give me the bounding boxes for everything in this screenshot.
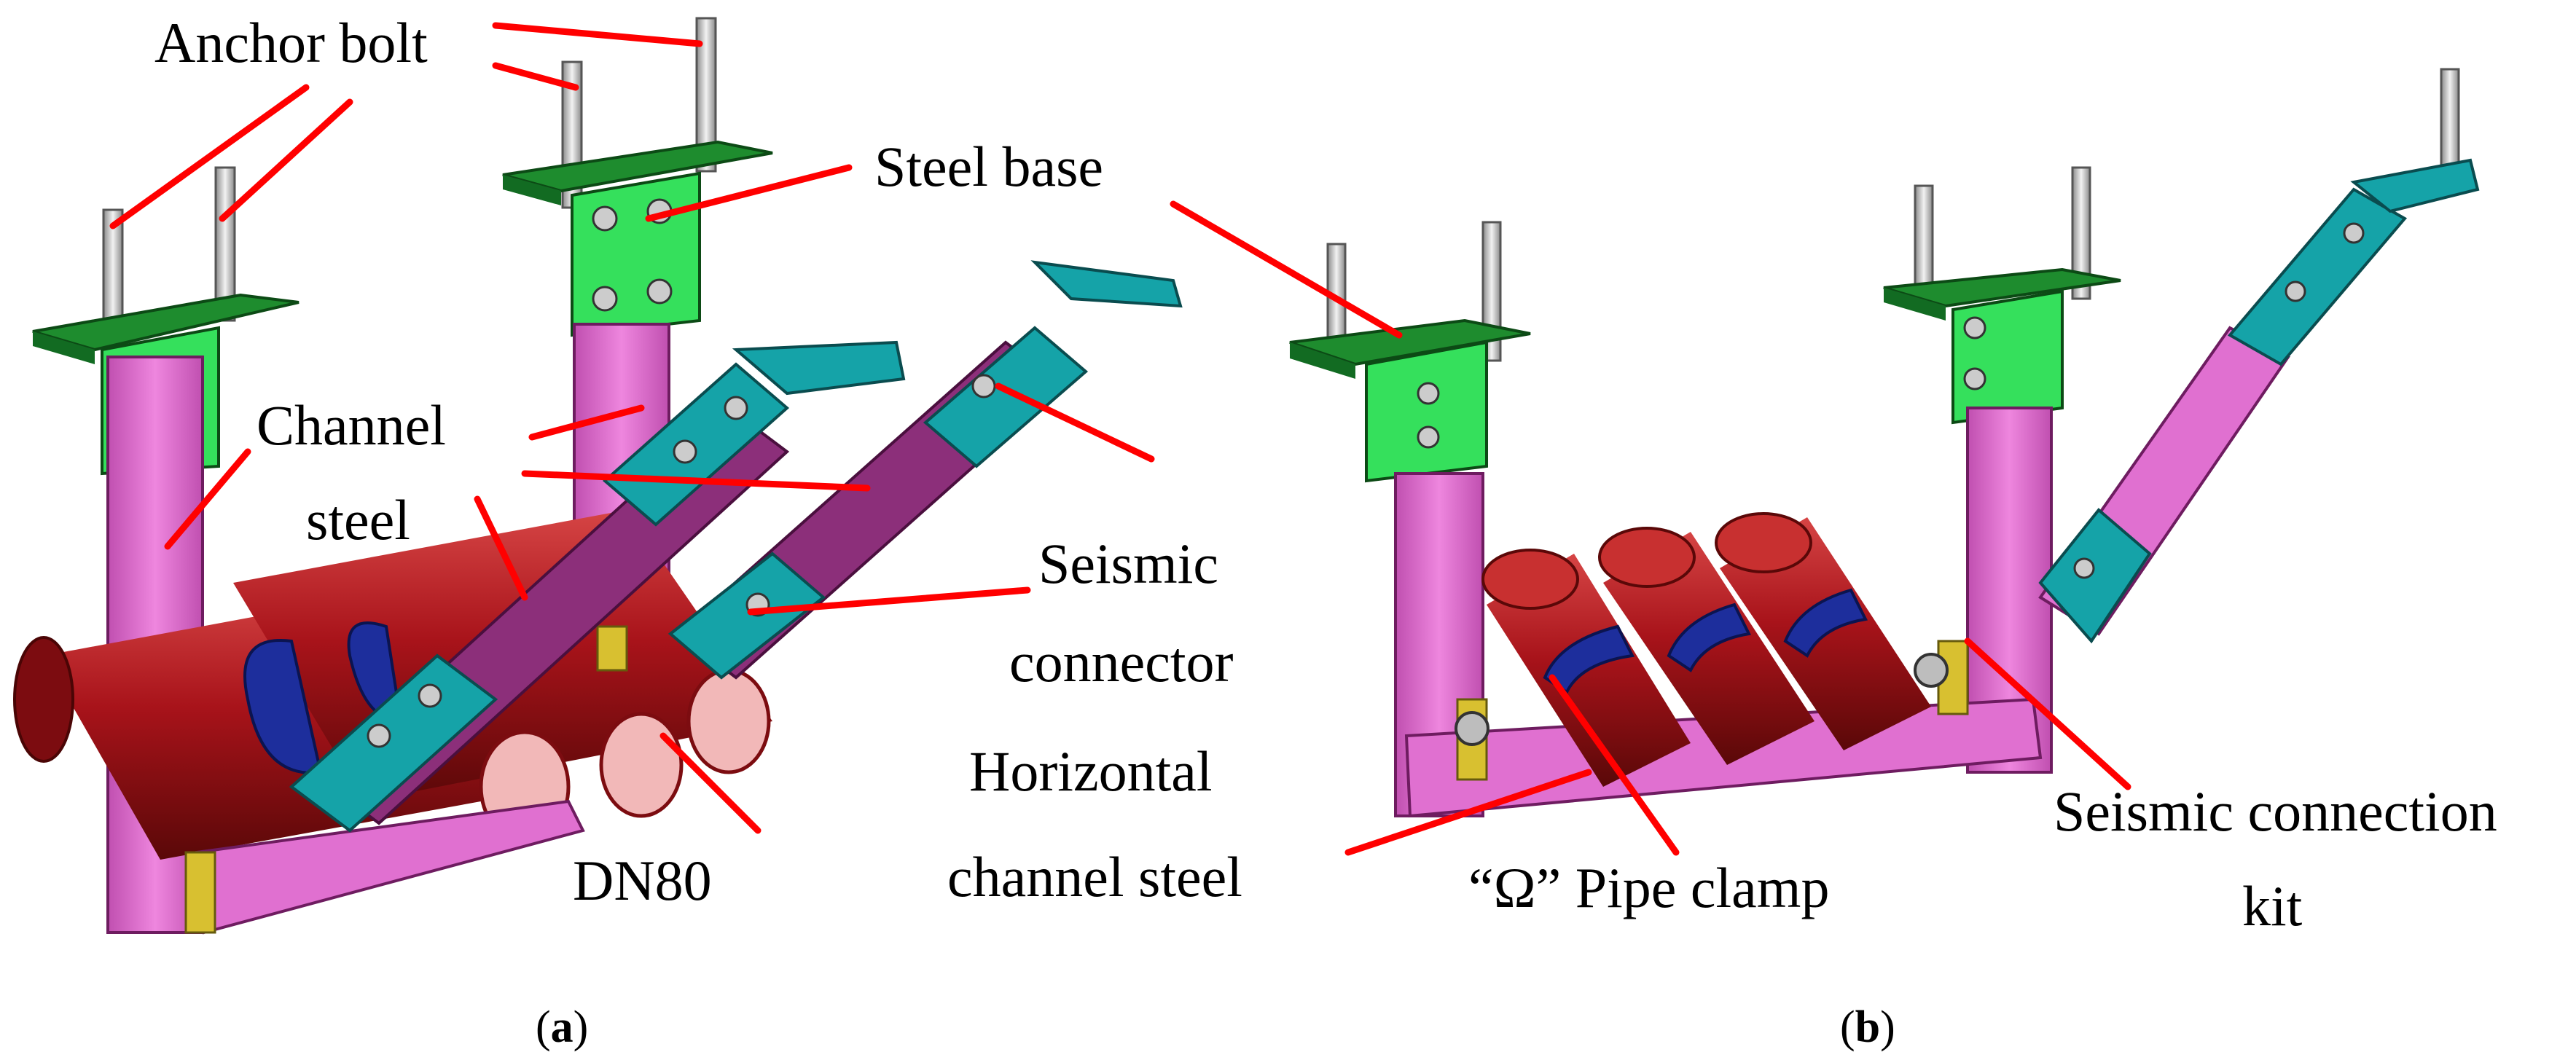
pipe-clamps-b <box>1543 588 1868 694</box>
label-seismic-connector-line2: connector <box>1009 630 1234 694</box>
panel-a: Anchor bolt Steel base Channel steel Sei… <box>13 11 1242 1052</box>
label-channel-steel-line2: steel <box>306 488 410 551</box>
leader-lines-b <box>1170 200 2131 856</box>
label-steel-base-a: Steel base <box>874 135 1103 198</box>
horizontal-channel-steel-a <box>184 625 628 935</box>
label-seismic-kit-line2: kit <box>2242 874 2303 938</box>
seismic-connectors-a <box>289 260 1183 833</box>
label-anchor-bolt: Anchor bolt <box>154 11 428 74</box>
caption-b: (b) <box>1840 1002 1895 1052</box>
label-horizontal-line1: Horizontal <box>969 739 1213 803</box>
label-horizontal-line2: channel steel <box>947 845 1242 908</box>
panel-b: “Ω” Pipe clamp Seismic connection kit (b… <box>1170 68 2497 1052</box>
caption-b-letter: b <box>1855 1002 1880 1052</box>
label-channel-steel-line1: Channel <box>257 393 446 457</box>
leader-lines-a <box>109 22 1155 834</box>
label-dn80: DN80 <box>573 849 712 912</box>
pipe-clamp-a <box>243 621 403 774</box>
diagonal-brace-b <box>2038 158 2480 644</box>
steel-base-b <box>1289 267 2121 483</box>
label-pipe-clamp: “Ω” Pipe clamp <box>1468 856 1829 919</box>
label-seismic-connector-line1: Seismic <box>1038 532 1218 595</box>
caption-b-open: ( <box>1840 1002 1855 1052</box>
label-seismic-kit-line1: Seismic connection <box>2054 780 2497 843</box>
caption-a: (a) <box>536 1002 588 1052</box>
seismic-connection-kit-b <box>1455 653 1949 746</box>
caption-a-letter: a <box>551 1002 573 1052</box>
caption-a-close: ) <box>573 1002 589 1052</box>
caption-b-close: ) <box>1880 1002 1895 1052</box>
caption-a-open: ( <box>536 1002 551 1052</box>
